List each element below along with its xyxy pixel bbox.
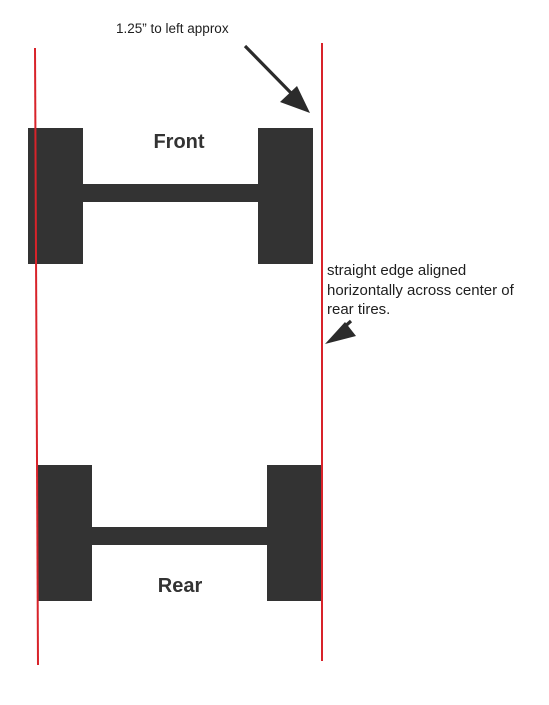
straight-edge-arrowhead-icon <box>325 322 356 344</box>
straight-edge-arrow <box>325 319 356 344</box>
front-axle-assembly: Front <box>28 128 313 264</box>
front-label: Front <box>153 131 204 153</box>
rear-left-tire <box>38 465 92 601</box>
left-straight-edge-line <box>34 47 39 666</box>
straight-edge-note: straight edge aligned horizontally acros… <box>327 262 514 318</box>
offset-arrow-shaft <box>243 44 295 97</box>
rear-axle-bar <box>92 527 267 545</box>
offset-arrowhead-icon <box>280 86 310 113</box>
rear-right-tire <box>267 465 321 601</box>
front-right-tire <box>258 128 313 264</box>
offset-arrow <box>243 44 310 113</box>
rear-label: Rear <box>158 575 203 597</box>
offset-note: 1.25” to left approx <box>116 21 229 36</box>
front-axle-bar <box>83 184 258 202</box>
front-left-tire <box>28 128 83 264</box>
rear-axle-assembly: Rear <box>38 465 321 601</box>
